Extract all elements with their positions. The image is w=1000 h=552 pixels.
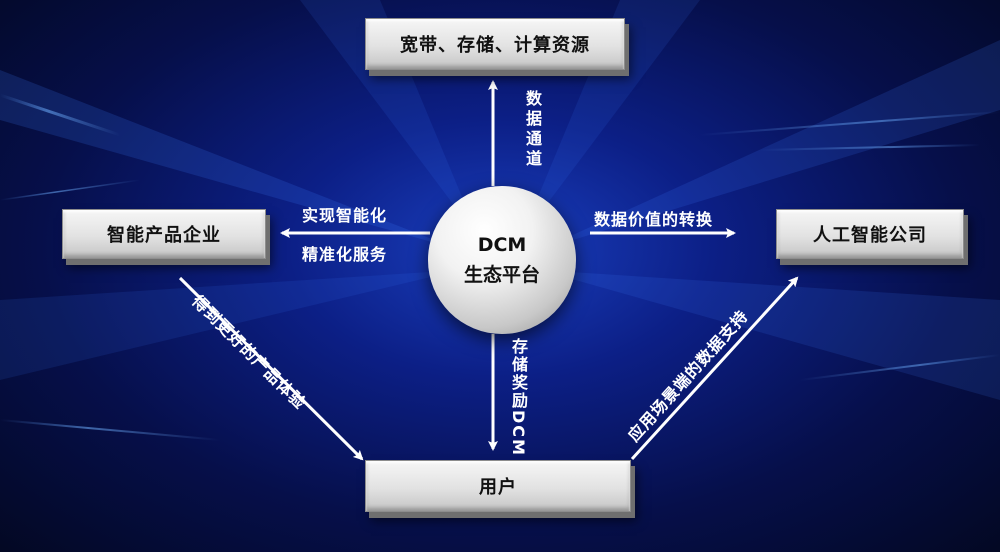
node-smart-product-company: 智能产品企业 — [62, 209, 266, 259]
label-smart-service-line1: 实现智能化 — [302, 206, 388, 225]
node-resources: 宽带、存储、计算资源 — [365, 18, 625, 70]
label-data-channel: 数据通道 — [523, 90, 542, 170]
node-ai-company-label: 人工智能公司 — [813, 225, 927, 246]
node-smart-product-company-label: 智能产品企业 — [107, 225, 221, 246]
dcm-platform-sphere: DCM 生态平台 — [428, 186, 576, 334]
arrow-bottom-to-right — [630, 276, 799, 461]
node-user: 用户 — [365, 460, 631, 512]
node-ai-company: 人工智能公司 — [776, 209, 964, 259]
arrow-left-to-bottom — [178, 276, 364, 461]
label-data-value-conversion: 数据价值的转换 — [594, 210, 714, 229]
sphere-label-line1: DCM — [477, 234, 527, 256]
label-storage-reward: 存储奖励DCM — [509, 338, 528, 457]
node-user-label: 用户 — [479, 477, 517, 498]
label-smart-service-line2: 精准化服务 — [302, 245, 388, 264]
sphere-label-line2: 生态平台 — [463, 264, 540, 286]
node-resources-label: 宽带、存储、计算资源 — [400, 35, 590, 56]
